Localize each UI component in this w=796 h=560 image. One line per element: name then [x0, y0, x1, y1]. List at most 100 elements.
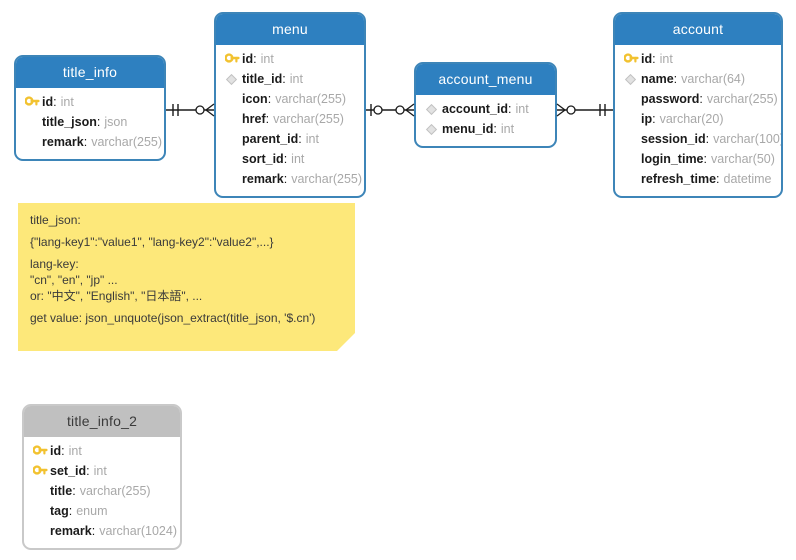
primary-key-icon [225, 52, 242, 66]
note-line: title_json: [30, 213, 81, 227]
field-colon: : [493, 122, 497, 136]
foreign-key-icon [425, 102, 442, 116]
field-name: name [641, 72, 674, 86]
entity-account-menu-header: account_menu [416, 64, 555, 95]
field-row[interactable]: icon:varchar(255) [216, 89, 364, 109]
field-type: int [291, 152, 305, 166]
field-row[interactable]: account_id:int [416, 99, 555, 119]
primary-key-icon [25, 95, 42, 109]
field-name: ip [641, 112, 653, 126]
no-icon [225, 132, 242, 146]
field-row[interactable]: title_id:int [216, 69, 364, 89]
field-row[interactable]: title_json:json [16, 112, 164, 132]
field-row[interactable]: remark:varchar(255) [216, 169, 364, 189]
field-row[interactable]: refresh_time:datetime [615, 169, 781, 189]
entity-menu[interactable]: menu id:int title_id:int icon:varchar(25… [214, 12, 366, 198]
field-row[interactable]: id:int [24, 441, 180, 461]
field-colon: : [283, 172, 288, 186]
field-row[interactable]: remark:varchar(255) [16, 132, 164, 152]
no-icon [624, 172, 641, 186]
field-type: varchar(64) [681, 72, 746, 86]
entity-title-info-2-header: title_info_2 [24, 406, 180, 437]
field-name: href [242, 112, 266, 126]
entity-account-menu-fields: account_id:int menu_id:int [416, 95, 555, 146]
field-row[interactable]: parent_id:int [216, 129, 364, 149]
field-name: id [641, 52, 653, 66]
field-name: remark [242, 172, 284, 186]
no-icon [33, 484, 50, 498]
field-row[interactable]: remark:varchar(1024) [24, 521, 180, 541]
field-type: int [305, 132, 319, 146]
note-title-json[interactable]: title_json: {"lang-key1":"value1", "lang… [18, 203, 355, 351]
field-colon: : [699, 92, 703, 106]
field-row[interactable]: href:varchar(255) [216, 109, 364, 129]
field-row[interactable]: name:varchar(64) [615, 69, 781, 89]
entity-menu-header: menu [216, 14, 364, 45]
no-icon [225, 92, 242, 106]
field-row[interactable]: session_id:varchar(100) [615, 129, 781, 149]
field-colon: : [86, 464, 90, 478]
field-row[interactable]: title:varchar(255) [24, 481, 180, 501]
relationship-menu-account-menu[interactable] [366, 100, 415, 120]
relationship-title-info-menu[interactable] [166, 100, 215, 120]
field-colon: : [508, 102, 512, 116]
no-icon [225, 152, 242, 166]
field-type: int [659, 52, 673, 66]
entity-account-menu[interactable]: account_menu account_id:int menu_id:int [414, 62, 557, 148]
note-line: {"lang-key1":"value1", "lang-key2":"valu… [30, 235, 274, 249]
field-row[interactable]: id:int [16, 92, 164, 112]
field-type: varchar(255) [91, 135, 163, 149]
entity-title-info-2-fields: id:int set_id:int title:varchar(255) tag… [24, 437, 180, 548]
note-line: lang-key: [30, 257, 79, 271]
field-colon: : [61, 444, 65, 458]
no-icon [25, 135, 42, 149]
field-row[interactable]: login_time:varchar(50) [615, 149, 781, 169]
field-row[interactable]: menu_id:int [416, 119, 555, 139]
no-icon [33, 524, 50, 538]
field-type: int [68, 444, 82, 458]
entity-title-info[interactable]: title_info id:int title_json:json remark… [14, 55, 166, 161]
field-colon: : [53, 95, 57, 109]
field-row[interactable]: id:int [615, 49, 781, 69]
field-name: login_time [641, 152, 704, 166]
field-row[interactable]: set_id:int [24, 461, 180, 481]
no-icon [225, 112, 242, 126]
entity-title-info-header: title_info [16, 57, 164, 88]
no-icon [624, 112, 641, 126]
field-row[interactable]: sort_id:int [216, 149, 364, 169]
field-colon: : [716, 172, 720, 186]
field-type: varchar(100) [713, 132, 783, 146]
no-icon [25, 115, 42, 129]
field-row[interactable]: password:varchar(255) [615, 89, 781, 109]
field-name: sort_id [242, 152, 284, 166]
field-colon: : [265, 112, 270, 126]
field-row[interactable]: ip:varchar(20) [615, 109, 781, 129]
field-name: account_id [442, 102, 508, 116]
entity-account[interactable]: account id:int name:varchar(64) password… [613, 12, 783, 198]
field-name: parent_id [242, 132, 299, 146]
relationship-account-menu-account[interactable] [556, 100, 613, 120]
entity-account-header: account [615, 14, 781, 45]
no-icon [624, 92, 641, 106]
field-name: refresh_time [641, 172, 717, 186]
field-row[interactable]: id:int [216, 49, 364, 69]
entity-account-fields: id:int name:varchar(64) password:varchar… [615, 45, 781, 196]
primary-key-icon [33, 464, 50, 478]
field-name: id [242, 52, 254, 66]
field-colon: : [282, 72, 286, 86]
entity-title-info-2[interactable]: title_info_2 id:int set_id:int title:var… [22, 404, 182, 550]
field-type: int [93, 464, 107, 478]
no-icon [624, 132, 641, 146]
no-icon [624, 152, 641, 166]
note-line: "cn", "en", "jp" ... [30, 273, 118, 287]
field-row[interactable]: tag:enum [24, 501, 180, 521]
field-colon: : [673, 72, 678, 86]
field-name: title_id [242, 72, 283, 86]
field-type: datetime [723, 172, 772, 186]
field-name: tag [50, 504, 69, 518]
field-type: varchar(255) [291, 172, 363, 186]
field-type: int [60, 95, 74, 109]
field-type: enum [76, 504, 108, 518]
field-type: varchar(255) [706, 92, 778, 106]
field-colon: : [253, 52, 257, 66]
